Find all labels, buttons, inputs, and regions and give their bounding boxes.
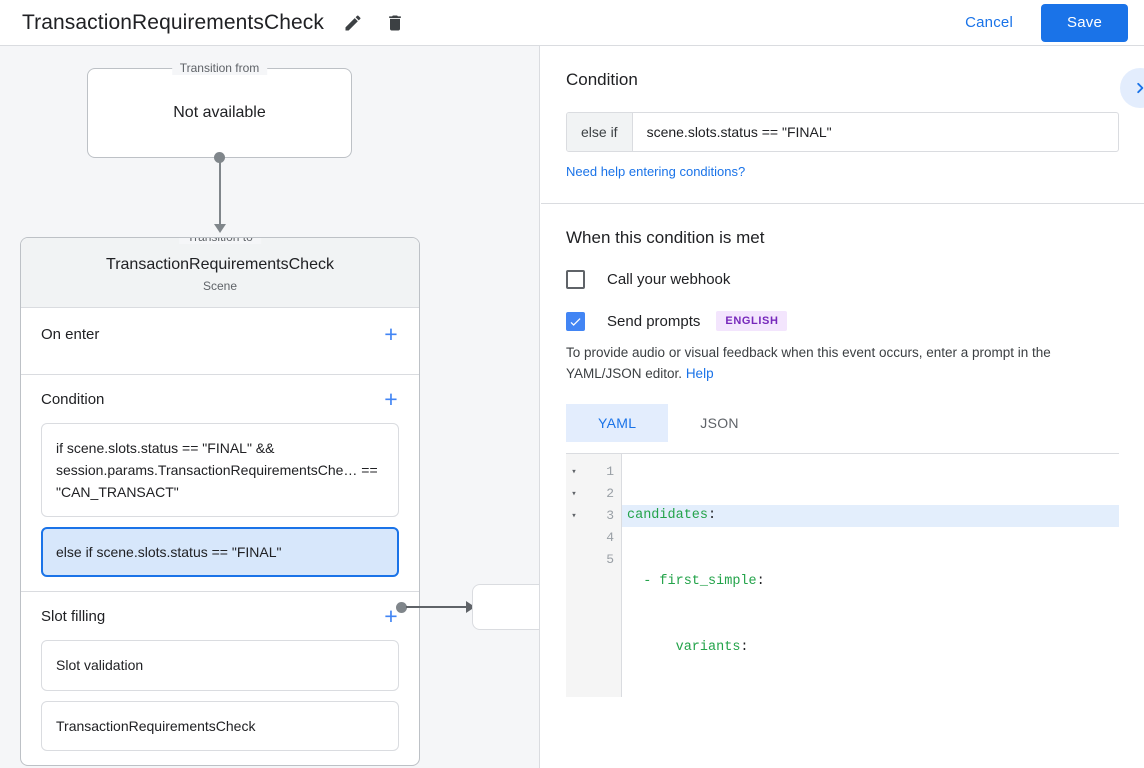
transition-to-card[interactable]: Transition to TransactionRequirementsChe… xyxy=(20,237,420,766)
section-condition: Condition + if scene.slots.status == "FI… xyxy=(21,375,419,592)
app-header: TransactionRequirementsCheck Cancel Save xyxy=(0,0,1144,46)
code-key: variants xyxy=(676,640,741,655)
page-title: TransactionRequirementsCheck xyxy=(22,11,324,35)
call-webhook-label: Call your webhook xyxy=(607,271,730,288)
connector-line-vertical xyxy=(219,158,221,226)
add-on-enter-button[interactable]: + xyxy=(377,320,405,348)
code-punc: : xyxy=(757,574,765,589)
line-number: 2 xyxy=(582,483,614,505)
trash-icon[interactable] xyxy=(380,8,410,38)
code-punc: : xyxy=(708,508,716,523)
code-punc: : xyxy=(740,640,748,655)
transition-from-card[interactable]: Transition from Not available xyxy=(87,68,352,158)
language-badge: ENGLISH xyxy=(716,311,787,331)
transition-from-legend: Transition from xyxy=(172,61,268,75)
transition-to-title: TransactionRequirementsCheck xyxy=(21,256,419,274)
code-key: candidates xyxy=(627,508,708,523)
fold-arrow-icon[interactable]: ▾ xyxy=(566,461,582,483)
list-item[interactable]: Slot validation xyxy=(41,640,399,690)
transition-from-value: Not available xyxy=(173,104,266,122)
condition-expression-field[interactable]: else if xyxy=(566,112,1119,152)
tab-json[interactable]: JSON xyxy=(668,404,771,442)
target-node-card[interactable] xyxy=(472,584,540,630)
details-panel: Condition else if Need help entering con… xyxy=(541,46,1144,768)
editor-code-area[interactable]: candidates: - first_simple: variants: - … xyxy=(622,454,1119,697)
fold-arrow-icon[interactable]: ▾ xyxy=(566,505,582,527)
section-header-on-enter: On enter + xyxy=(21,308,419,360)
line-number: 1 xyxy=(582,461,614,483)
list-item[interactable]: TransactionRequirementsCheck xyxy=(41,701,399,751)
chevron-right-icon[interactable] xyxy=(1120,68,1144,108)
condition-heading: Condition xyxy=(566,70,1119,90)
add-condition-button[interactable]: + xyxy=(377,385,405,413)
tab-yaml[interactable]: YAML xyxy=(566,404,668,442)
code-line[interactable]: - first_simple: xyxy=(622,571,1119,593)
section-slot-filling: Slot filling + Slot validation Transacti… xyxy=(21,592,419,764)
send-prompts-checkbox[interactable] xyxy=(566,312,585,331)
fold-arrow-icon[interactable]: ▾ xyxy=(566,483,582,505)
send-prompts-label: Send prompts xyxy=(607,313,700,330)
section-header-slot-filling: Slot filling + xyxy=(21,592,419,640)
gutter-row[interactable]: ▾ 2 xyxy=(566,483,621,505)
call-webhook-checkbox[interactable] xyxy=(566,270,585,289)
condition-help-link[interactable]: Need help entering conditions? xyxy=(566,164,745,179)
transition-to-header: TransactionRequirementsCheck Scene xyxy=(21,238,419,308)
gutter-row[interactable]: 5 xyxy=(566,549,621,571)
cancel-button[interactable]: Cancel xyxy=(951,6,1027,39)
condition-block: Condition else if Need help entering con… xyxy=(541,46,1144,203)
save-button[interactable]: Save xyxy=(1041,4,1128,42)
section-title-on-enter: On enter xyxy=(41,326,99,343)
transition-to-legend: Transition to xyxy=(179,237,261,244)
list-item[interactable]: if scene.slots.status == "FINAL" && sess… xyxy=(41,423,399,517)
section-title-slot-filling: Slot filling xyxy=(41,608,105,625)
when-condition-met-heading: When this condition is met xyxy=(566,228,1119,248)
line-number: 3 xyxy=(582,505,614,527)
yaml-editor[interactable]: ▾ 1 ▾ 2 ▾ 3 4 xyxy=(566,453,1119,697)
gutter-row[interactable]: ▾ 1 xyxy=(566,461,621,483)
prompts-helper-sentence: To provide audio or visual feedback when… xyxy=(566,345,1051,381)
webhook-checkbox-row[interactable]: Call your webhook xyxy=(566,270,1119,289)
header-actions: Cancel Save xyxy=(951,4,1144,42)
prompts-helper-text: To provide audio or visual feedback when… xyxy=(566,343,1119,384)
pencil-icon[interactable] xyxy=(338,8,368,38)
gutter-row[interactable]: ▾ 3 xyxy=(566,505,621,527)
editor-gutter: ▾ 1 ▾ 2 ▾ 3 4 xyxy=(566,454,622,697)
editor-format-tabs: YAML JSON xyxy=(566,404,1119,442)
connector-arrow-down xyxy=(214,224,226,233)
when-condition-met-block: When this condition is met Call your web… xyxy=(541,204,1144,719)
line-number: 5 xyxy=(582,549,614,571)
condition-input[interactable] xyxy=(633,113,1118,151)
condition-prefix-label: else if xyxy=(567,113,633,151)
section-on-enter: On enter + xyxy=(21,308,419,375)
body-area: Transition from Not available Transition… xyxy=(0,46,1144,768)
connector-line-horizontal xyxy=(406,606,467,608)
prompts-help-link[interactable]: Help xyxy=(686,366,714,381)
transition-to-subtitle: Scene xyxy=(21,279,419,293)
code-line[interactable]: variants: xyxy=(622,637,1119,659)
send-prompts-checkbox-row[interactable]: Send prompts ENGLISH xyxy=(566,311,1119,331)
gutter-row[interactable]: 4 xyxy=(566,527,621,549)
code-key: - first_simple xyxy=(643,574,756,589)
flow-canvas[interactable]: Transition from Not available Transition… xyxy=(0,46,540,768)
section-header-condition: Condition + xyxy=(21,375,419,423)
code-line[interactable]: candidates: xyxy=(622,505,1119,527)
list-item[interactable]: else if scene.slots.status == "FINAL" xyxy=(41,527,399,577)
section-title-condition: Condition xyxy=(41,391,104,408)
line-number: 4 xyxy=(582,527,614,549)
